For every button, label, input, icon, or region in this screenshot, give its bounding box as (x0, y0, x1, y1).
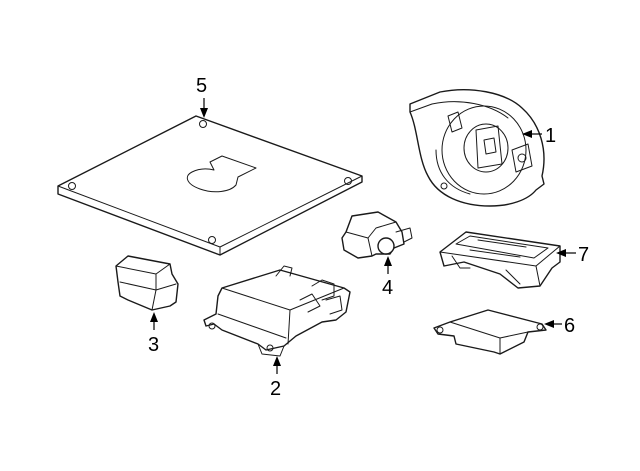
leader-3 (150, 312, 158, 330)
callout-7: 7 (578, 244, 589, 266)
leader-2 (273, 356, 281, 374)
leader-4 (384, 256, 392, 274)
part-5-cover-plate (57, 115, 363, 256)
leader-5 (200, 98, 208, 118)
part-7-control-module (439, 231, 561, 289)
leader-6 (544, 320, 562, 328)
leader-7 (556, 249, 576, 257)
callout-4: 4 (382, 277, 393, 299)
leader-1 (522, 130, 542, 138)
part-6-flat-module (433, 309, 547, 355)
part-2-restraint-module (203, 265, 351, 357)
part-4-sensor (341, 211, 413, 259)
part-1-clockspring (409, 89, 545, 207)
callout-1: 1 (545, 125, 556, 147)
part-3-sensor-block (115, 255, 179, 311)
callout-2: 2 (270, 378, 281, 400)
callout-6: 6 (564, 315, 575, 337)
callout-3: 3 (148, 334, 159, 356)
callout-5: 5 (196, 75, 207, 97)
